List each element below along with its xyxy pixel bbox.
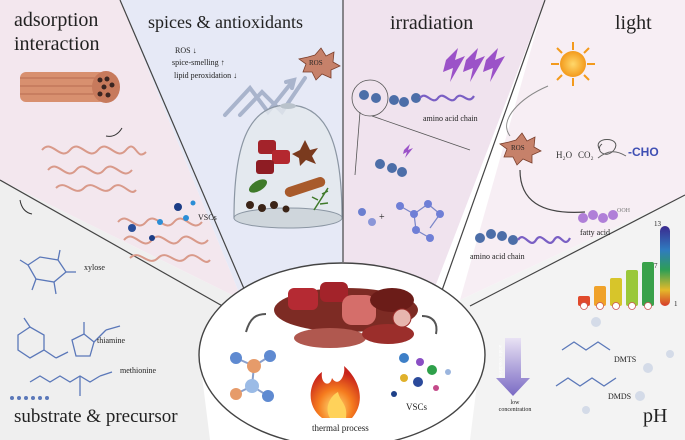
ros-badge-icon-1 <box>298 47 341 81</box>
faded-sulfur-dots <box>582 317 674 414</box>
acidic-arrow-icon <box>496 338 530 396</box>
ph-bars-icon <box>578 262 654 310</box>
bell-jar-icon <box>233 103 343 229</box>
methionine-label: methionine <box>120 366 156 375</box>
muscle-fiber-icon <box>20 71 120 103</box>
vsc-dots <box>128 200 196 241</box>
flame-icon <box>310 366 360 418</box>
ooh-label: OOH <box>617 208 630 214</box>
spices-title: spices & antioxidants <box>148 12 303 32</box>
xylose-label: xylose <box>84 263 105 272</box>
dmds-structure <box>555 377 617 387</box>
light-sector <box>460 0 685 300</box>
ph-scale-top: 13 <box>654 220 661 228</box>
curved-arrow-2 <box>19 199 33 215</box>
center-vscs-label: VSCs <box>406 402 428 412</box>
spice-smelling-label: spice-smelling ↑ <box>172 58 225 67</box>
irradiation-sector <box>343 0 545 300</box>
lipid-peroxidation-label: lipid peroxidation ↓ <box>174 71 238 80</box>
thiamine-structure <box>17 317 121 359</box>
dmts-label: DMTS <box>614 355 637 364</box>
trend-arrows <box>223 76 307 117</box>
substrate-sector <box>0 180 242 440</box>
co2-label: CO₂ <box>578 150 594 160</box>
h2o-label: H₂O <box>556 150 573 160</box>
plus-sign: + <box>379 212 385 223</box>
ros-badge-label-2: ROS <box>511 144 525 152</box>
cycle-arrow <box>519 169 586 213</box>
low-concentration-label: low concentration <box>498 400 532 413</box>
curved-arrow-1 <box>105 127 123 137</box>
dmds-label: DMDS <box>608 392 632 401</box>
ros-badge-icon-2 <box>499 132 542 166</box>
light-title: light <box>615 12 652 34</box>
irradiation-title: irradiation <box>390 12 474 34</box>
adsorption-title-2: interaction <box>14 33 100 55</box>
protein-coil-icon-1 <box>41 145 147 193</box>
irradiation-chain-label: amino acid chain <box>423 114 478 123</box>
thiamine-label: thiamine <box>97 336 125 345</box>
cleaved-fragment-icon <box>375 144 413 177</box>
dmts-structure <box>561 341 611 351</box>
adsorption-vscs-label: VSCs <box>198 213 217 222</box>
center-arrow-left <box>245 313 267 333</box>
ros-badge-label-1: ROS <box>309 59 323 67</box>
sun-icon <box>551 42 595 86</box>
amino-acid-chain-icon-2 <box>475 229 571 245</box>
ph-scale-bottom: 1 <box>674 300 678 308</box>
molecule-network-icon-2 <box>230 350 276 402</box>
lightning-icon <box>443 48 505 82</box>
molecule-network-icon-1 <box>358 200 444 242</box>
meat-platter-icon <box>274 282 418 348</box>
light-chain-label: amino acid chain <box>470 252 525 261</box>
substrate-title: substrate & precursor <box>14 406 178 427</box>
dotted-line <box>10 396 49 400</box>
fatty-acid-label: fatty acid <box>580 228 610 237</box>
thermal-process-label: thermal process <box>312 423 369 433</box>
adsorption-title-1: adsorption <box>14 9 99 31</box>
ph-scale-bar <box>660 226 670 306</box>
ph-scale-mid: 7 <box>654 262 658 270</box>
xylose-structure <box>19 249 76 295</box>
light-arrow <box>506 85 549 137</box>
center-arrow-right <box>421 315 438 335</box>
ph-title: pH <box>643 405 668 427</box>
vsc-molecules-icon <box>391 353 451 397</box>
cho-label: -CHO <box>628 145 659 159</box>
amino-acid-chain-icon-1 <box>351 79 475 176</box>
spiral-icon <box>597 139 617 155</box>
fatty-acid-icon <box>578 210 618 223</box>
acidic-condition-label: acidic condition <box>497 345 502 378</box>
ros-label: ROS ↓ <box>175 46 197 55</box>
product-arrow <box>597 151 627 159</box>
methionine-structure <box>29 371 113 396</box>
